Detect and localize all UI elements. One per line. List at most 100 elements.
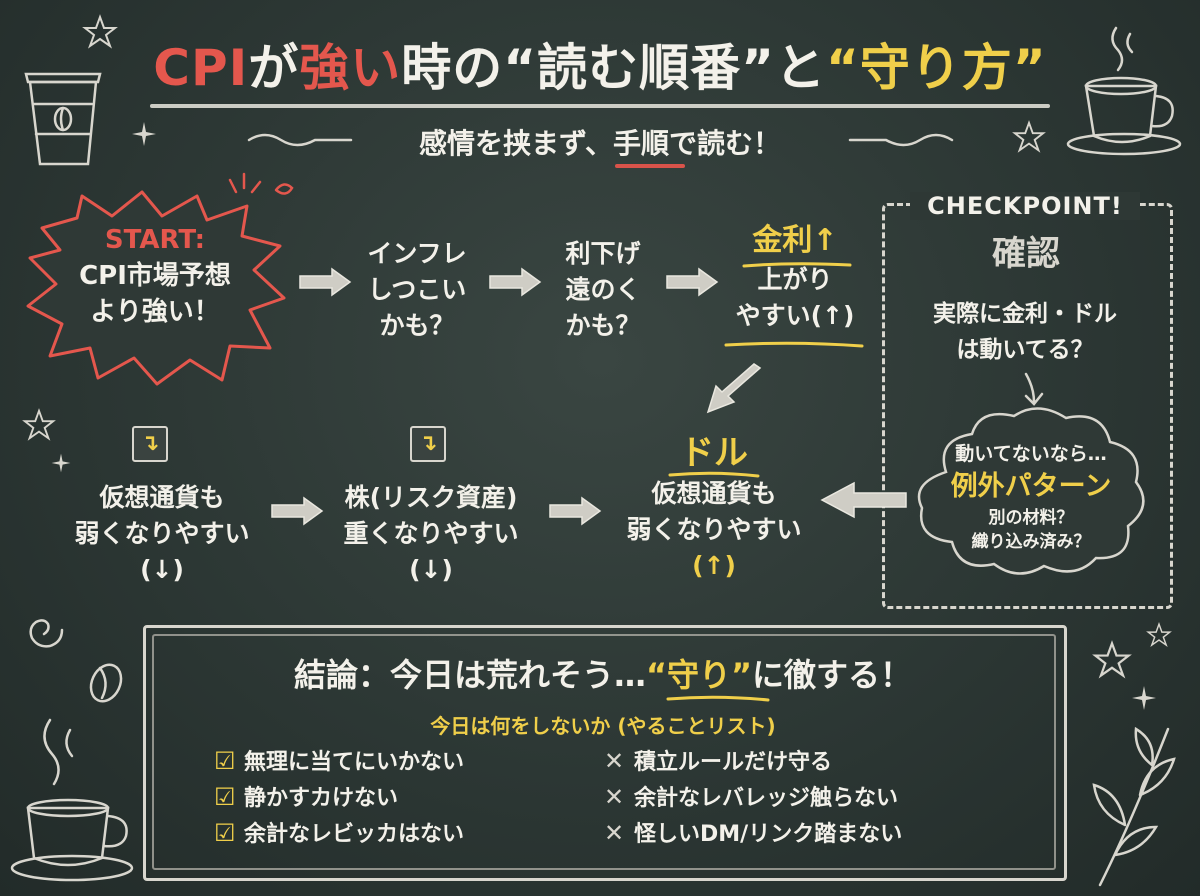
checkpoint-line2: は動いてる？ <box>956 337 1094 363</box>
dollar-line2: 弱くなりやすい <box>626 515 802 544</box>
conclusion-box <box>143 625 1067 881</box>
subtitle-red-underline <box>615 164 685 168</box>
x-item-text: 積立ルールだけ守る <box>634 750 833 775</box>
down-turn-icon: ↴ <box>132 426 168 462</box>
rate-cut-line3: かも？ <box>565 311 641 340</box>
down-arrow-icon <box>1024 372 1044 406</box>
title-strong: 強い <box>299 39 402 97</box>
start-node: START: CPI市場予想 より強い！ <box>40 222 270 330</box>
left-arrow-icon <box>820 481 907 519</box>
right-arrow-icon <box>489 267 542 297</box>
star-icon <box>1012 120 1046 153</box>
cloud-line1: 動いてないなら… <box>955 443 1107 465</box>
check-item-text: 余計なレビッカはない <box>244 822 465 847</box>
checkpoint-line1: 実際に金利・ドル <box>933 301 1117 327</box>
stocks-line3: (↓) <box>409 555 453 584</box>
star-icon <box>22 408 56 441</box>
crypto-node: 仮想通貨も 弱くなりやすい (↓) <box>52 480 272 588</box>
dollar-label: ドル <box>680 433 748 473</box>
list-item: ✕ 怪しいDM/リンク踏まない <box>604 816 902 852</box>
inflation-line1: インフレ <box>367 239 467 268</box>
crypto-line3: (↓) <box>140 555 184 584</box>
conclusion-title-b: “守り” <box>645 656 753 694</box>
crypto-line1: 仮想通貨も <box>99 483 225 512</box>
cloud-shape <box>917 407 1145 575</box>
conclusion-title: 結論：今日は荒れそう…“守り”に徹する！ <box>150 650 1056 696</box>
down-left-arrow-icon <box>706 363 762 414</box>
down-turn-icon: ↴ <box>410 426 446 462</box>
list-item: ✕ 余計なレバレッジ触らない <box>604 780 902 816</box>
list-item: ☑余計なレビッカはない <box>214 816 464 852</box>
inflation-line2: しつこい <box>367 275 467 304</box>
interest-rate-node: 金利↑ 上がり やすい(↑) <box>720 220 870 334</box>
checkpoint-question: 実際に金利・ドル は動いてる？ <box>890 296 1160 368</box>
cloud-line2: 別の材料？ <box>988 508 1074 528</box>
title-middle: 時の“読む順番”と <box>401 39 826 97</box>
list-item: ☑ 静かすカけない <box>214 780 464 816</box>
yellow-underline-icon <box>668 471 760 478</box>
check-item-text: 無理に当てにいかない <box>244 750 465 775</box>
coffee-cup-icon <box>24 72 102 166</box>
start-label: START: <box>104 225 206 255</box>
coffee-bean-icon <box>89 663 123 703</box>
exception-pattern-title: 例外パターン <box>950 471 1112 502</box>
coffee-mug-icon <box>1066 26 1182 156</box>
cross-icon: ✕ <box>604 747 625 775</box>
cross-icon: ✕ <box>604 819 625 847</box>
spark-icon <box>228 172 294 195</box>
dollar-line1: 仮想通貨も <box>651 479 777 508</box>
dollar-node: ドル 仮想通貨も 弱くなりやすい (↑) <box>604 430 824 584</box>
title-underline <box>150 104 1050 108</box>
stocks-line2: 重くなりやすい <box>343 519 519 548</box>
yellow-underline-icon <box>666 695 770 702</box>
interest-rate-line1: 上がり <box>757 265 833 294</box>
inflation-node: インフレ しつこい かも？ <box>352 236 482 344</box>
steaming-cup-icon <box>10 718 134 882</box>
spiral-doodle-icon <box>29 619 64 648</box>
start-burst-shape <box>26 190 286 386</box>
star-icon <box>82 14 118 49</box>
cloud-line3: 織り込み済み？ <box>971 532 1091 552</box>
conclusion-title-a: 結論：今日は荒れそう… <box>293 656 646 694</box>
list-item: ✕ 積立ルールだけ守る <box>604 744 902 780</box>
x-list: ✕ 積立ルールだけ守る ✕ 余計なレバレッジ触らない ✕ 怪しいDM/リンク踏まない <box>604 744 902 852</box>
flourish-right-icon <box>848 133 954 147</box>
rate-cut-line2: 遠のく <box>565 275 641 304</box>
title-cpi: CPI <box>153 39 249 97</box>
x-item-text: 余計なレバレッジ触らない <box>634 786 899 811</box>
check-item-text: 静かすカけない <box>244 786 399 811</box>
x-item-text: 怪しいDM/リンク踏まない <box>634 822 903 847</box>
checkpoint-label: 確認 <box>992 234 1060 274</box>
right-arrow-icon <box>299 267 352 297</box>
check-icon: ☑ <box>214 783 236 811</box>
right-arrow-icon <box>666 267 719 297</box>
star-icon <box>1146 622 1172 648</box>
cross-icon: ✕ <box>604 783 625 811</box>
flourish-left-icon <box>247 133 353 147</box>
yellow-underline-icon <box>742 262 852 268</box>
check-icon: ☑ <box>214 747 236 775</box>
yellow-underline-icon <box>724 341 864 348</box>
interest-rate-label: 金利↑ <box>752 223 838 258</box>
inflation-line3: かも？ <box>379 311 455 340</box>
star-icon <box>51 453 71 473</box>
right-arrow-icon <box>271 496 324 526</box>
rate-cut-node: 利下げ 遠のく かも？ <box>544 236 662 344</box>
conclusion-subtitle: 今日は何をしないか (やることリスト) <box>430 714 776 738</box>
start-line2: より強い！ <box>90 297 220 327</box>
conclusion-inner-border <box>152 634 1056 870</box>
dollar-line3: (↑) <box>692 551 736 580</box>
leaf-branch-icon <box>1092 726 1176 887</box>
stocks-node: 株(リスク資産) 重くなりやすい (↓) <box>326 480 536 588</box>
star-icon <box>1092 640 1132 679</box>
star-icon <box>1132 686 1156 710</box>
title-defense: “守り方” <box>825 39 1047 97</box>
checkpoint-header: CHECKPOINT! <box>910 192 1140 220</box>
check-list: ☑ 無理に当てにいかない ☑ 静かすカけない ☑余計なレビッカはない <box>214 744 464 852</box>
start-line1: CPI市場予想 <box>79 261 231 291</box>
crypto-line2: 弱くなりやすい <box>74 519 250 548</box>
right-arrow-icon <box>549 496 602 526</box>
conclusion-title-c: に徹する！ <box>752 656 913 694</box>
rate-cut-line1: 利下げ <box>565 239 641 268</box>
page-title: CPIが強い時の“読む順番”と“守り方” <box>0 28 1200 100</box>
